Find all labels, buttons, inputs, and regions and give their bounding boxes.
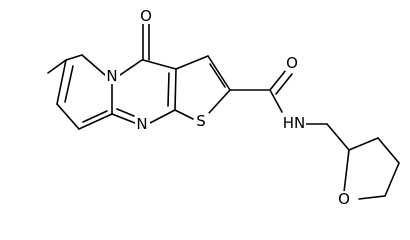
atom-n-pyrimidine: N — [136, 115, 147, 133]
atom-labels: N O N S O HN O — [105, 7, 351, 208]
bond-camide-o — [269, 69, 287, 91]
bond-c4a-c10a-inner — [167, 72, 170, 107]
bonds — [47, 22, 400, 200]
atom-s-thiophene: S — [196, 112, 206, 130]
bond-c3-c2 — [207, 55, 231, 91]
bond-c3-c2-inner — [209, 63, 226, 88]
bond-camide-o-double — [275, 73, 293, 95]
bond-c8-c9 — [56, 103, 80, 130]
bond-c4a-c10a — [174, 68, 177, 111]
atom-nh-amide: HN — [283, 114, 306, 132]
bond-n2-c9a-inner — [116, 108, 135, 117]
bond-c9-c9a — [78, 113, 113, 130]
bond-n2-c9a — [111, 113, 136, 124]
bond-c10a-n2 — [149, 109, 176, 124]
bond-c7-c8-inner — [64, 65, 74, 103]
atom-o-carbonyl: O — [140, 7, 152, 25]
bond-camide-n — [269, 89, 283, 113]
bond-c9-c9a-inner — [82, 110, 108, 123]
bond-n-c4 — [119, 59, 143, 76]
bond-c7-c8 — [56, 59, 67, 105]
bond-c4-c4a — [142, 59, 177, 70]
bond-thf-c2-c3 — [348, 137, 379, 151]
bond-methyl — [47, 59, 67, 74]
bond-n-c6 — [81, 54, 106, 76]
bond-thf-o-c2 — [343, 149, 350, 193]
bond-thf-c3-c4 — [377, 137, 400, 164]
atom-n-ring: N — [106, 67, 117, 85]
molecule-canvas: N O N S O HN O — [47, 7, 400, 208]
bond-s-c10a — [174, 109, 194, 120]
bond-ch2-c2thf — [326, 123, 350, 151]
bond-c2-s — [208, 89, 231, 114]
bond-c4a-c3 — [175, 55, 209, 70]
bond-thf-c4-c5 — [384, 162, 400, 197]
atom-o-thf: O — [338, 190, 350, 208]
atom-o-amide: O — [286, 54, 298, 72]
bond-c6-c7 — [65, 54, 83, 61]
molecule-structure: N O N S O HN O — [47, 7, 400, 208]
bond-thf-c5-o — [358, 195, 386, 200]
